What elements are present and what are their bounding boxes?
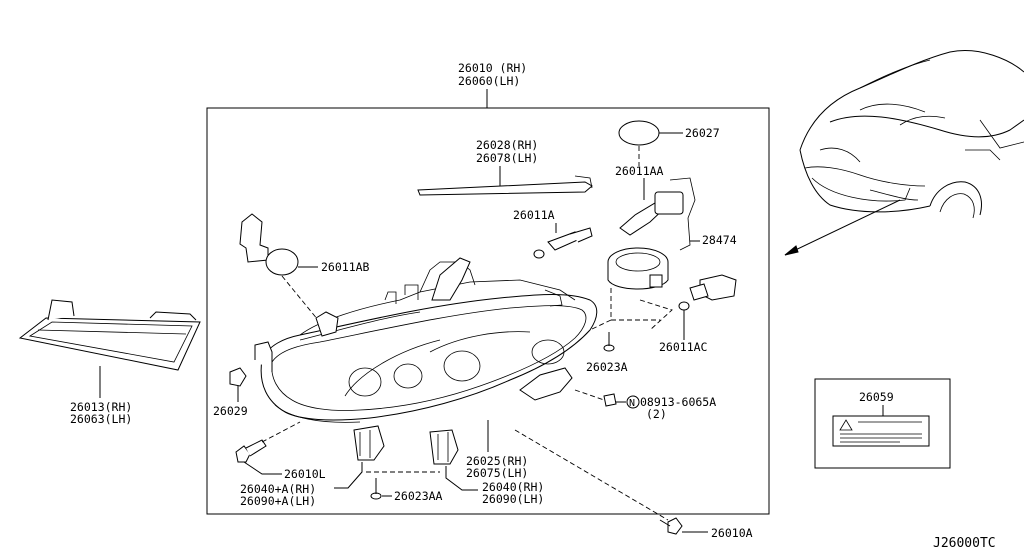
cover-label-lh: 26075(LH) bbox=[466, 466, 528, 480]
label-part-number: 26059 bbox=[859, 390, 894, 404]
clip bbox=[229, 367, 247, 387]
side-lamp bbox=[18, 299, 201, 371]
vehicle-pointer-arrow bbox=[784, 245, 799, 256]
bulb-ab bbox=[239, 213, 299, 276]
socket-dashline bbox=[610, 288, 660, 321]
side-lamp-label-lh: 26063(LH) bbox=[70, 412, 132, 426]
screw-a-label: 26023A bbox=[586, 360, 628, 374]
bolt-l bbox=[235, 439, 267, 463]
screw-a bbox=[603, 332, 615, 352]
seal-ring bbox=[618, 120, 660, 146]
clip-label: 26029 bbox=[213, 404, 248, 418]
bracket-a bbox=[353, 425, 385, 461]
bulb-a bbox=[533, 227, 593, 259]
hid-bulb bbox=[619, 177, 696, 251]
assembly-frame bbox=[206, 107, 770, 515]
igniter-socket bbox=[607, 247, 669, 290]
bulb-aa-label: 26011AA bbox=[615, 164, 664, 178]
bolt-a-label: 26010A bbox=[711, 526, 753, 540]
bolt-spec-label: 08913-6065A bbox=[640, 395, 716, 409]
bracket-a-leader bbox=[334, 462, 363, 489]
strip-label-lh: 26078(LH) bbox=[476, 151, 538, 165]
assembly-label-rh: 26010 (RH) bbox=[458, 61, 527, 75]
cover-label-rh: 26025(RH) bbox=[466, 454, 528, 468]
warning-label-icon bbox=[832, 415, 930, 447]
bolt-n bbox=[603, 393, 617, 407]
bracket-b-label-rh: 26040(RH) bbox=[482, 480, 544, 494]
bracket-b-label-lh: 26090(LH) bbox=[482, 492, 544, 506]
bulb-ac-label: 26011AC bbox=[659, 340, 708, 354]
bolt-l-label: 26010L bbox=[284, 467, 326, 481]
trim-strip bbox=[417, 175, 593, 196]
headlamp-housing bbox=[254, 257, 598, 423]
side-lamp-label-rh: 26013(RH) bbox=[70, 400, 132, 414]
bulb-ab-dashline bbox=[281, 275, 319, 321]
diagram-id: J26000TC bbox=[933, 536, 996, 551]
bolt-qty-label: (2) bbox=[646, 407, 667, 421]
vehicle-pointer-line bbox=[784, 199, 901, 256]
bulb-a-label: 26011A bbox=[513, 208, 555, 222]
bolt-l-leader bbox=[243, 461, 282, 475]
bulb-ab-socket bbox=[315, 311, 339, 337]
bulb-ab-label: 26011AB bbox=[321, 260, 370, 274]
bulb-ac-dashline bbox=[639, 299, 673, 331]
assembly-label-lh: 26060(LH) bbox=[458, 74, 520, 88]
bracket-a-label-rh: 26040+A(RH) bbox=[240, 482, 316, 496]
label-box bbox=[814, 378, 951, 469]
bracket-a-label-lh: 26090+A(LH) bbox=[240, 494, 316, 508]
bolt-a bbox=[659, 517, 683, 535]
bracket-b-leader bbox=[445, 466, 478, 491]
screw-aa-label: 26023AA bbox=[394, 489, 443, 503]
bolt-n-marker-text: N bbox=[629, 398, 635, 409]
screw-aa bbox=[370, 478, 382, 500]
bolt-n-dashline bbox=[574, 389, 605, 401]
bracket-b bbox=[429, 429, 459, 465]
strip-label-rh: 26028(RH) bbox=[476, 138, 538, 152]
seal-ring-label: 26027 bbox=[685, 126, 720, 140]
bolt-n-marker bbox=[626, 395, 640, 409]
bulb-ac bbox=[678, 274, 737, 311]
bolt-l-dashline bbox=[261, 421, 301, 443]
bolt-a-dashline bbox=[514, 429, 669, 521]
harness-label: 28474 bbox=[702, 233, 737, 247]
vehicle-illustration bbox=[799, 50, 1024, 219]
socket-dashline-2 bbox=[589, 319, 612, 331]
